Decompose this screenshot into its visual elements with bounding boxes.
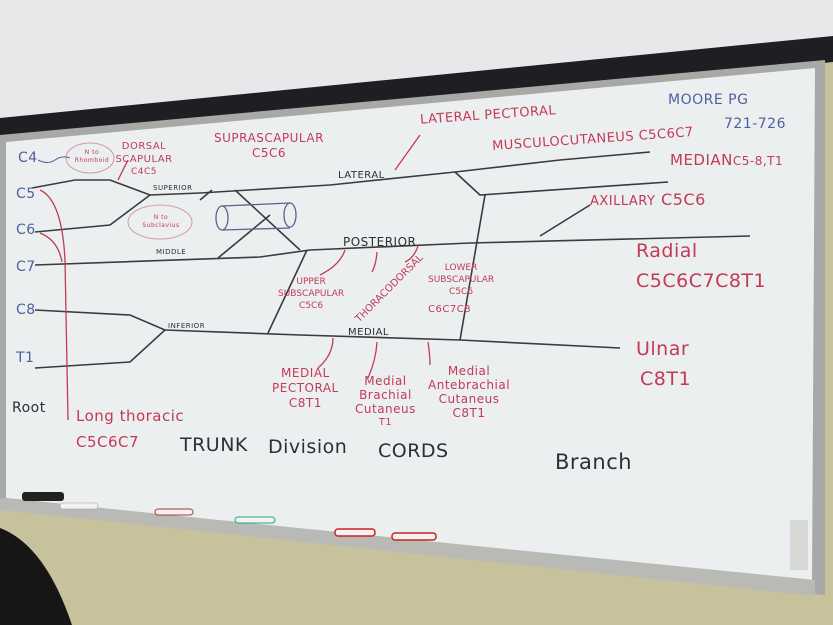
nerve-roots: C5C6C7C8T1 <box>636 270 767 292</box>
nerve-ulnar: Ulnar C8T1 <box>636 334 691 394</box>
circle-rhomboid <box>65 142 115 174</box>
nerve-radial: Radial C5C6C7C8T1 <box>636 236 766 296</box>
nerve-name: Cutaneus <box>438 392 500 406</box>
nerve-name: Cutaneus <box>355 402 416 416</box>
marker-red <box>154 508 194 516</box>
nerve-name: Median <box>670 151 733 169</box>
nerve-name: Subscapular <box>428 275 495 285</box>
reference-note: Moore pg 721-726 <box>668 88 786 136</box>
plexus-lines <box>31 151 751 369</box>
nerve-roots: C8T1 <box>288 396 322 410</box>
marker-black <box>59 502 99 510</box>
note-subclavius: N to Subclavius <box>142 214 180 229</box>
board-bracket <box>790 520 808 570</box>
branch-lines <box>39 134 431 421</box>
foreground-object <box>0 528 72 625</box>
nerve-name: Ulnar <box>636 338 690 360</box>
nerve-roots: C8T1 <box>452 406 486 420</box>
nerve-name: Medial <box>364 374 407 388</box>
nerve-roots: C5-8,T1 <box>732 154 784 168</box>
nerve-name: Lower <box>444 263 478 273</box>
nerve-thoracodorsal-roots: C6C7C8 <box>428 304 472 315</box>
root-c4: C4 <box>18 150 38 166</box>
nerve-long-thoracic: Long thoracic C5C6C7 <box>76 403 184 455</box>
nerve-roots: C4C5 <box>130 167 158 177</box>
label-branch: Branch <box>555 450 633 474</box>
nerve-dorsal-scapular: Dorsal Scapular C4C5 <box>110 140 178 179</box>
trunk-inferior: Inferior <box>168 322 206 330</box>
nerve-roots: C5C6 <box>299 301 324 311</box>
root-t1: T1 <box>16 350 35 366</box>
nerve-name: Brachial <box>359 388 412 402</box>
eraser <box>22 492 64 501</box>
nerve-axillary: Axillary C5C6 <box>590 190 706 209</box>
note-rhomboid: N to Rhomboid <box>74 149 110 164</box>
nerve-roots: C8T1 <box>640 368 692 390</box>
projector-screen <box>0 0 833 122</box>
cord-medial: Medial <box>348 327 390 338</box>
nerve-name: Medial <box>447 364 491 378</box>
nerve-median: MedianC5-8,T1 <box>670 151 783 169</box>
label-trunk: Trunk <box>180 434 248 456</box>
nerve-name: Antebrachial <box>428 378 511 392</box>
nerve-name: Dorsal Scapular <box>115 141 173 165</box>
nerve-medial-brachial-cutaneous: Medial Brachial Cutaneus T1 <box>355 374 416 430</box>
whiteboard <box>6 68 815 582</box>
nerve-name: Subscapular <box>278 289 345 299</box>
nerve-name: Long thoracic <box>76 407 185 425</box>
trunk-middle: Middle <box>156 248 187 256</box>
cord-posterior: Posterior <box>343 235 417 249</box>
nerve-lower-subscapular: Lower Subscapular C5C6 <box>428 262 494 298</box>
nerve-upper-subscapular: Upper Subscapular C5C6 <box>278 276 344 312</box>
nerve-name: Medial <box>281 366 330 380</box>
root-c8: C8 <box>16 302 36 318</box>
clavicle-sketch <box>215 202 297 231</box>
root-c7: C7 <box>16 259 36 275</box>
nerve-name: Axillary <box>590 194 656 209</box>
root-heading: Root <box>12 400 46 416</box>
nerve-name: Upper <box>296 277 326 287</box>
nerve-name: Suprascapular <box>214 131 324 145</box>
reference-book: Moore pg <box>668 92 749 108</box>
nerve-medial-pectoral: Medial Pectoral C8T1 <box>272 366 339 411</box>
nerve-roots: C5C6C7 <box>76 433 140 451</box>
root-c6: C6 <box>16 222 36 238</box>
marker-green <box>234 516 276 524</box>
marker-red-2 <box>334 528 376 537</box>
nerve-roots: C5C6 <box>661 190 706 209</box>
reference-pages: 721-726 <box>724 116 786 132</box>
marker-tray <box>0 498 815 596</box>
label-cords: Cords <box>378 440 449 462</box>
c4-connector <box>37 156 71 163</box>
cord-lateral: Lateral <box>338 170 385 181</box>
trunk-superior: Superior <box>153 184 193 192</box>
nerve-name: Pectoral <box>272 381 339 395</box>
nerve-roots: T1 <box>378 417 393 428</box>
nerve-suprascapular: Suprascapular C5C6 <box>214 131 324 161</box>
circle-subclavius <box>127 204 193 240</box>
nerve-roots: C5C6 <box>251 146 286 160</box>
root-c5: C5 <box>16 186 36 202</box>
label-division: Division <box>268 436 348 458</box>
marker-red-3 <box>391 532 437 541</box>
nerve-medial-antebrachial-cutaneous: Medial Antebrachial Cutaneus C8T1 <box>428 364 510 420</box>
nerve-roots: C5C6 <box>449 287 474 297</box>
nerve-name: Radial <box>636 240 698 262</box>
screen-frame <box>0 36 833 142</box>
